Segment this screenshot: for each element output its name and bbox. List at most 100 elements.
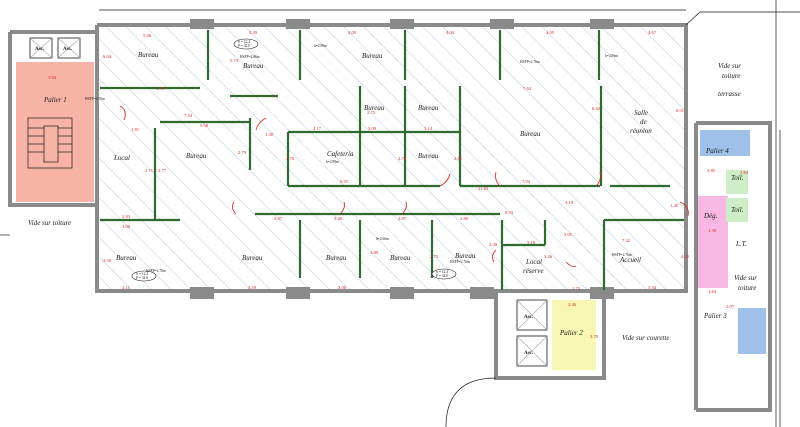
dim-57: 2.84 bbox=[740, 170, 749, 175]
room-bureau-7: Bureau bbox=[186, 152, 207, 160]
dim-13: 1.81 bbox=[131, 127, 140, 132]
wc-fill-2 bbox=[726, 198, 748, 222]
label-vide-courette: Vide sur courette bbox=[622, 334, 669, 342]
room-degagement: Dég. bbox=[703, 212, 718, 220]
dim-16: 3.09 bbox=[368, 126, 377, 131]
dim-1: 5.06 bbox=[143, 33, 152, 38]
room-palier-4: Palier 4 bbox=[705, 147, 729, 155]
room-local-reserve-line-2: réserve bbox=[523, 267, 544, 275]
elevator-shafts bbox=[29, 37, 548, 367]
area-badge-1: S = 12.4 P = 32.0 bbox=[233, 38, 259, 50]
room-bureau-12: Bureau bbox=[390, 254, 411, 262]
dim-24: 2.79 bbox=[238, 150, 247, 155]
dim-28: 2.79 bbox=[398, 156, 407, 161]
dim-43: 5.34 bbox=[648, 285, 657, 290]
dim-31: 3.00 bbox=[122, 224, 131, 229]
dim-7: 6.04 bbox=[103, 54, 112, 59]
dim-26: 21.63 bbox=[478, 186, 489, 191]
dim-8: 5.74 bbox=[230, 58, 239, 63]
dim-29: 2.81 bbox=[454, 156, 463, 161]
stairs-fill-bottom bbox=[738, 308, 766, 354]
dim-45: 2.46 bbox=[568, 302, 577, 307]
dim-37: 0.33 bbox=[505, 210, 514, 215]
dim-53: 3.10 bbox=[565, 200, 574, 205]
dim-14: 1.30 bbox=[265, 132, 274, 137]
area-badge-3: S = 12.4 P = 32.0 bbox=[431, 268, 457, 280]
dim-11: 5.58 bbox=[200, 123, 209, 128]
dim-47: 1.30 bbox=[708, 228, 717, 233]
room-salle-line-1: Salle bbox=[634, 109, 648, 117]
height-label-5: HSFP=2.76m bbox=[520, 60, 540, 64]
svg-text:P = 32.0: P = 32.0 bbox=[436, 274, 448, 278]
room-lt: L.T. bbox=[735, 240, 747, 248]
partitions bbox=[100, 30, 684, 290]
dim-9: 4.70 bbox=[156, 86, 165, 91]
height-label-4: h=2.86m bbox=[605, 54, 618, 58]
room-bureau-9: Bureau bbox=[116, 254, 137, 262]
dim-15: 2.17 bbox=[313, 126, 322, 131]
room-bureau-1: Bureau bbox=[138, 51, 159, 59]
room-palier-1: Palier 1 bbox=[43, 96, 67, 104]
office-floor-hatch bbox=[99, 27, 684, 289]
palier-1-fill bbox=[16, 62, 94, 202]
label-vide-toiture-top-1: Vide sur bbox=[718, 62, 741, 70]
room-palier-2: Palier 2 bbox=[559, 329, 583, 337]
dim-55: 3.01 bbox=[564, 232, 573, 237]
room-salle-line-3: réunion bbox=[630, 127, 652, 135]
dim-4: 4.04 bbox=[446, 30, 455, 35]
dim-59: 2.73 bbox=[430, 254, 439, 259]
dim-36: 3.30 bbox=[489, 242, 498, 247]
dim-49: 2.07 bbox=[726, 304, 735, 309]
elevator-label-4: Asc. bbox=[524, 351, 534, 356]
height-label-10: HSFP=2.78m bbox=[146, 269, 166, 273]
svg-text:P = 32.0: P = 32.0 bbox=[238, 44, 250, 48]
palier-2-fill bbox=[552, 300, 596, 370]
svg-text:S = 12.4: S = 12.4 bbox=[436, 270, 448, 274]
height-label-6: h=2.89m bbox=[326, 160, 339, 164]
dim-44: 1.75 bbox=[572, 286, 581, 291]
room-accueil: Accueil bbox=[619, 256, 641, 264]
room-bureau-13: Bureau bbox=[455, 252, 476, 260]
stairs-fill-top bbox=[700, 130, 750, 156]
height-label-2: h=2.90m bbox=[314, 44, 327, 48]
stair-palier-1 bbox=[27, 117, 73, 169]
dim-46: 3.70 bbox=[590, 334, 599, 339]
dim-40: 3.11 bbox=[122, 285, 131, 290]
dim-22: 2.71 bbox=[145, 168, 154, 173]
dim-18: 2.73 bbox=[367, 110, 376, 115]
dim-51: 2.80 bbox=[370, 250, 379, 255]
height-label-1: HSFP=2.76m bbox=[85, 97, 105, 101]
facade-pillars bbox=[190, 19, 614, 299]
dim-38: 5.18 bbox=[527, 240, 536, 245]
room-bureau-10: Bureau bbox=[242, 254, 263, 262]
label-vide-toiture-top-2: toiture bbox=[722, 72, 740, 80]
room-toilet-2: Toil. bbox=[731, 206, 744, 214]
dim-27: 7.03 bbox=[522, 179, 531, 184]
door-swings bbox=[119, 105, 689, 267]
room-bureau-4: Bureau bbox=[364, 104, 385, 112]
room-bureau-5: Bureau bbox=[418, 104, 439, 112]
label-vide-toiture-top-3: terrasse bbox=[718, 90, 741, 98]
dim-23: 2.77 bbox=[158, 168, 167, 173]
height-label-3: HSFP=2.86m bbox=[240, 55, 260, 59]
label-vide-toiture-right-2: toiture bbox=[738, 284, 756, 292]
svg-text:P = 32.0: P = 32.0 bbox=[136, 276, 148, 280]
room-cafeteria: Cafeteria bbox=[327, 150, 354, 158]
exterior-walls bbox=[8, 23, 772, 412]
dim-5: 4.05 bbox=[546, 30, 555, 35]
elevator-label-3: Asc. bbox=[524, 315, 534, 320]
dim-21: 6.91 bbox=[676, 108, 685, 113]
height-label-9: HSFP=2.76m bbox=[450, 260, 470, 264]
dim-41: 3.59 bbox=[248, 285, 257, 290]
room-salle-line-2: de bbox=[640, 118, 647, 126]
dim-52: 4.70 bbox=[286, 156, 295, 161]
dim-35: 2.80 bbox=[460, 216, 469, 221]
dim-34: 2.87 bbox=[398, 216, 407, 221]
dim-3: 4.05 bbox=[348, 30, 357, 35]
height-label-8: HSFP=2.76m bbox=[612, 253, 632, 257]
room-toilet-1: Toil. bbox=[731, 174, 744, 182]
dim-50: 3.50 bbox=[103, 258, 112, 263]
dim-48: 1.84 bbox=[708, 289, 717, 294]
dim-6: 4.67 bbox=[648, 30, 657, 35]
